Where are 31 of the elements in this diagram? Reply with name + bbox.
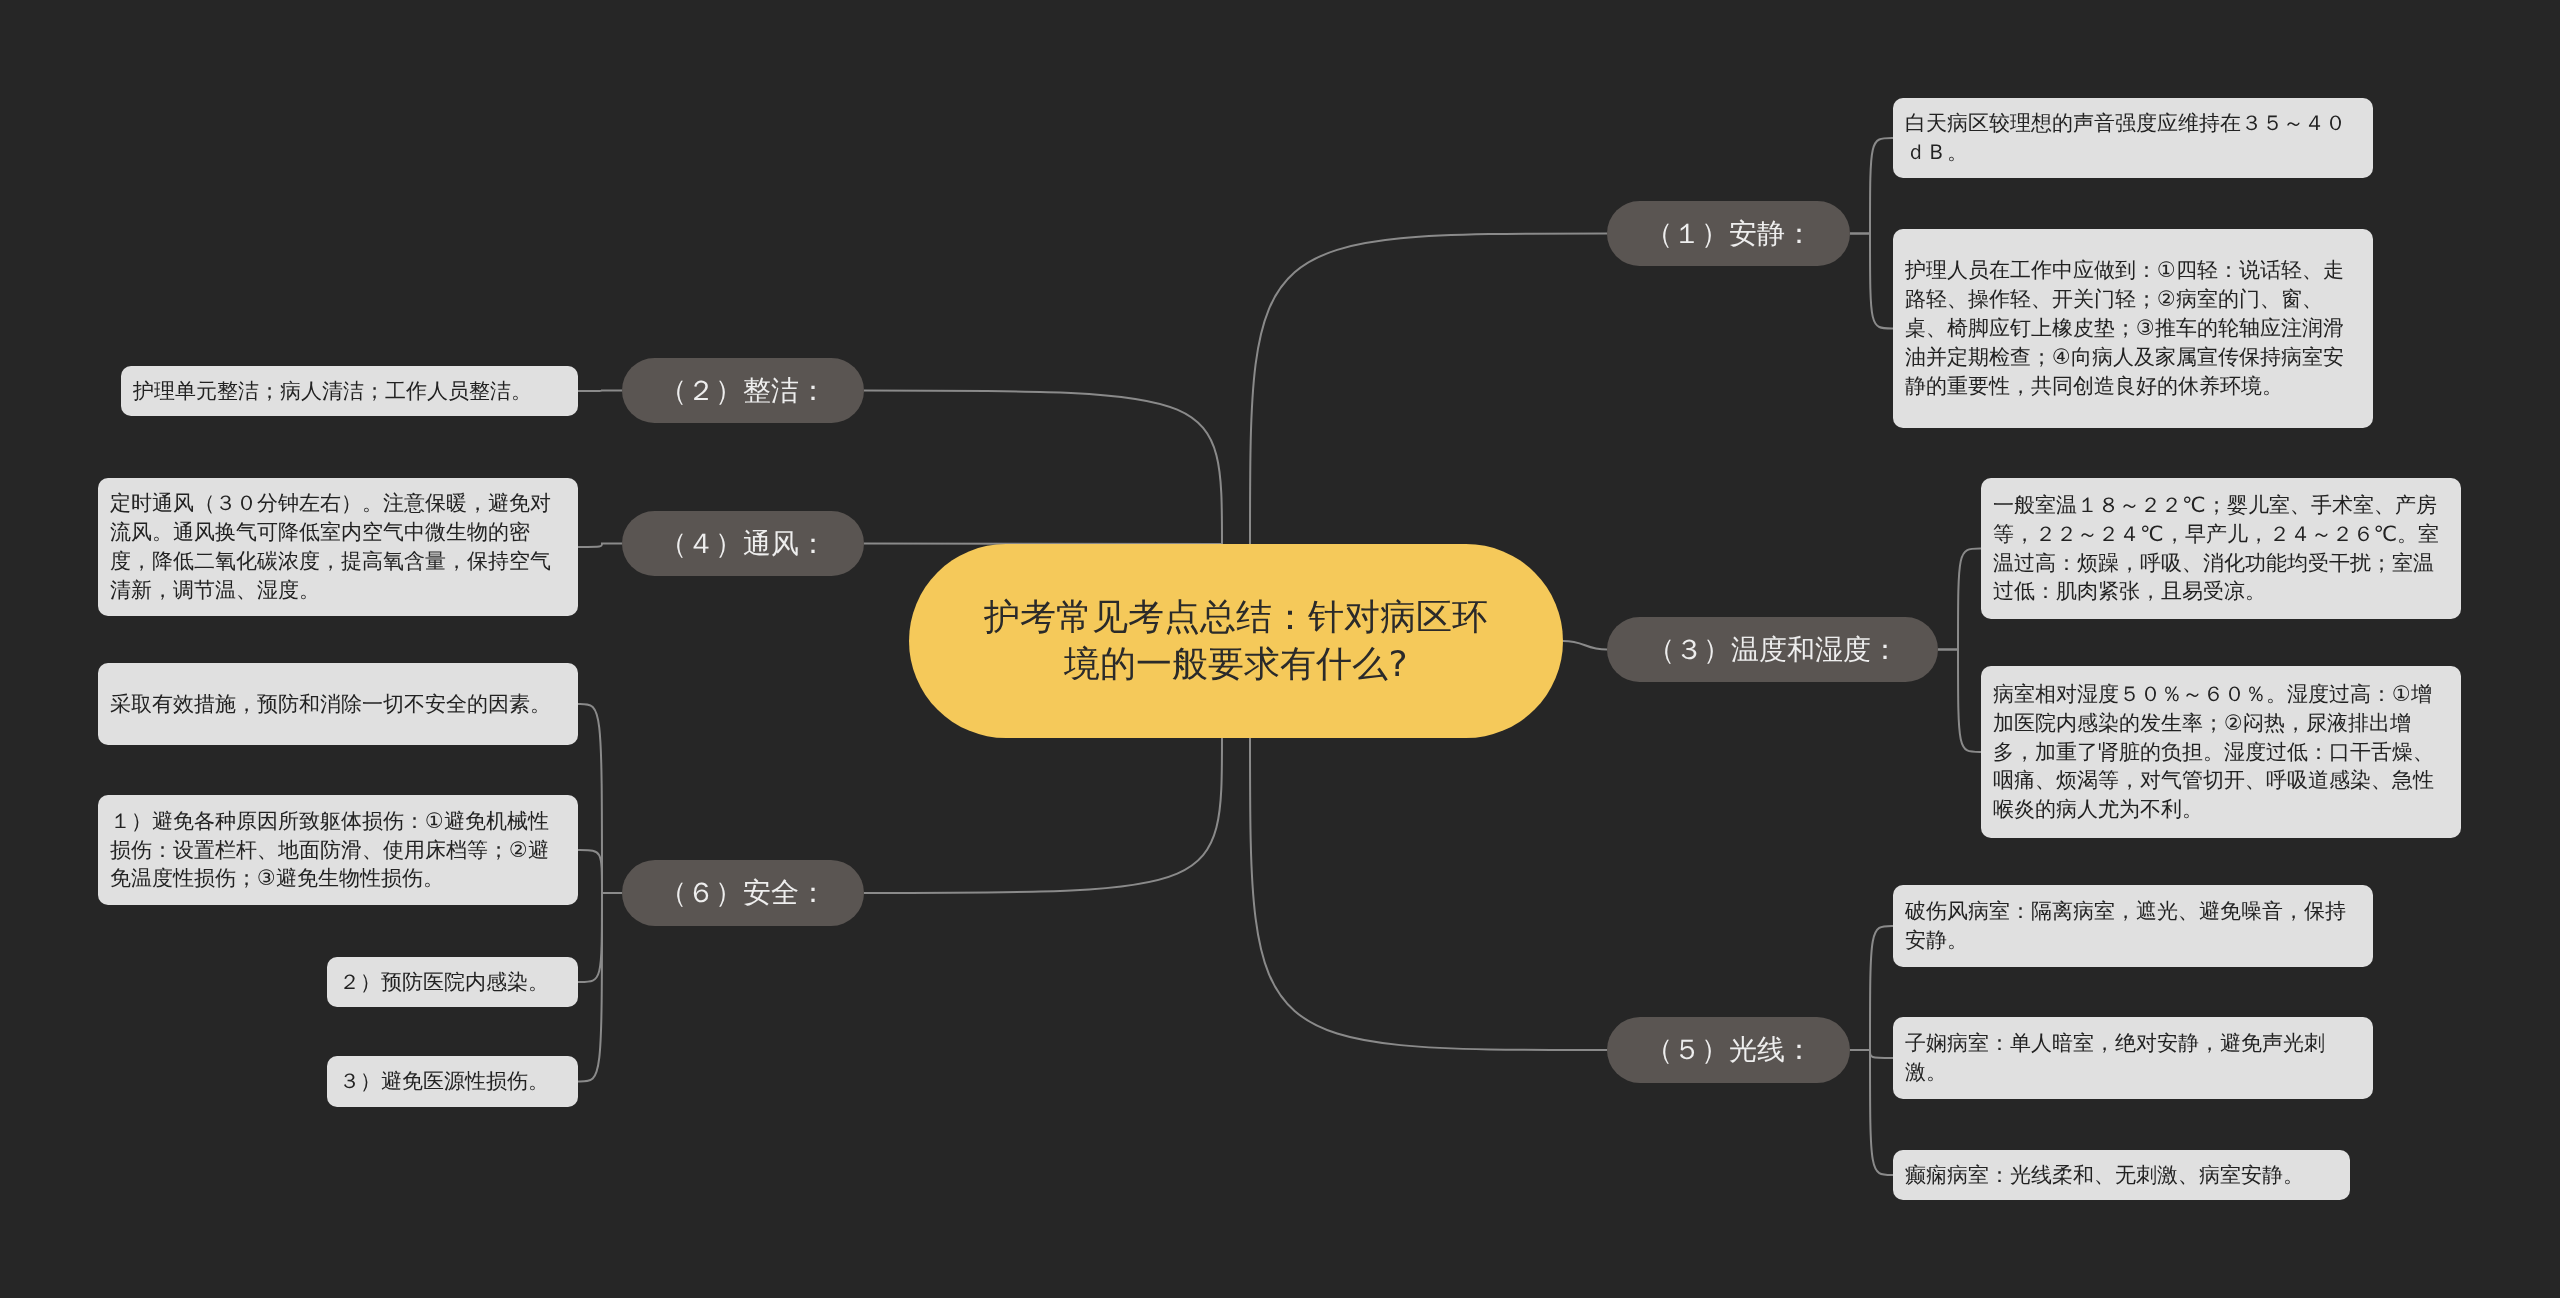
note-card: 一般室温１８～２２℃；婴儿室、手术室、产房等，２２～２４℃，早产儿，２４～２６℃。室温过高：烦躁，呼吸、消化功能均受干扰；室温过低：肌肉紧张，且易受凉。 [1981,478,2461,619]
connector-line [1849,1049,1894,1176]
connector-line [863,389,1223,545]
note-card: 癫痫病室：光线柔和、无刺激、病室安静。 [1893,1150,2350,1200]
note-card: 白天病区较理想的声音强度应维持在３５～４０ｄＢ。 [1893,98,2373,178]
note-card: 定时通风（３０分钟左右）。注意保暖，避免对流风。通风换气可降低室内空气中微生物的密度，降低二氧化碳浓度，提高氧含量，保持空气清新，调节温、湿度。 [98,478,578,616]
note-card: 护理单元整洁；病人清洁；工作人员整洁。 [121,366,578,416]
connector-line [577,542,623,548]
connector-line [1937,648,1982,753]
topic-pill: （５）光线： [1607,1017,1850,1083]
central-topic: 护考常见考点总结：针对病区环境的一般要求有什么? [909,544,1563,738]
topic-pill: （２）整洁： [622,358,864,423]
connector-line [1562,640,1608,651]
note-card: 护理人员在工作中应做到：①四轻：说话轻、走路轻、操作轻、开关门轻；②病室的门、窗、桌、椅脚应钉上橡皮垫；③推车的轮轴应注润滑油并定期检查；④向病人及家属宣传保持病室安静的重要性，共同创造良好的休养环境。 [1893,229,2373,428]
note-card: ２）预防医院内感染。 [327,957,578,1007]
connector-line [577,389,623,392]
connector-line [1249,737,1608,1051]
note-card: ３）避免医源性损伤。 [327,1056,578,1107]
note-card: 病室相对湿度５０％～６０％。湿度过高：①增加医院内感染的发生率；②闷热，尿液排出增多，加重了肾脏的负担。湿度过低：口干舌燥、咽痛、烦渴等，对气管切开、呼吸道感染、急性喉炎的病人尤为不利。 [1981,666,2461,838]
connector-line [1249,232,1608,545]
connector-line [863,542,1223,545]
topic-pill: （６）安全： [622,860,864,926]
connector-line [1849,232,1894,330]
note-card: １）避免各种原因所致躯体损伤：①避免机械性损伤：设置栏杆、地面防滑、使用床档等；②避免温度性损伤；③避免生物性损伤。 [98,795,578,905]
connector-line [863,737,1223,894]
topic-pill: （１）安静： [1607,201,1850,266]
note-card: 子娴病室：单人暗室，绝对安静，避免声光刺激。 [1893,1017,2373,1099]
note-card: 采取有效措施，预防和消除一切不安全的因素。 [98,663,578,745]
topic-pill: （４）通风： [622,511,864,576]
topic-pill: （３）温度和湿度： [1607,617,1938,682]
note-card: 破伤风病室：隔离病室，遮光、避免噪音，保持安静。 [1893,885,2373,967]
